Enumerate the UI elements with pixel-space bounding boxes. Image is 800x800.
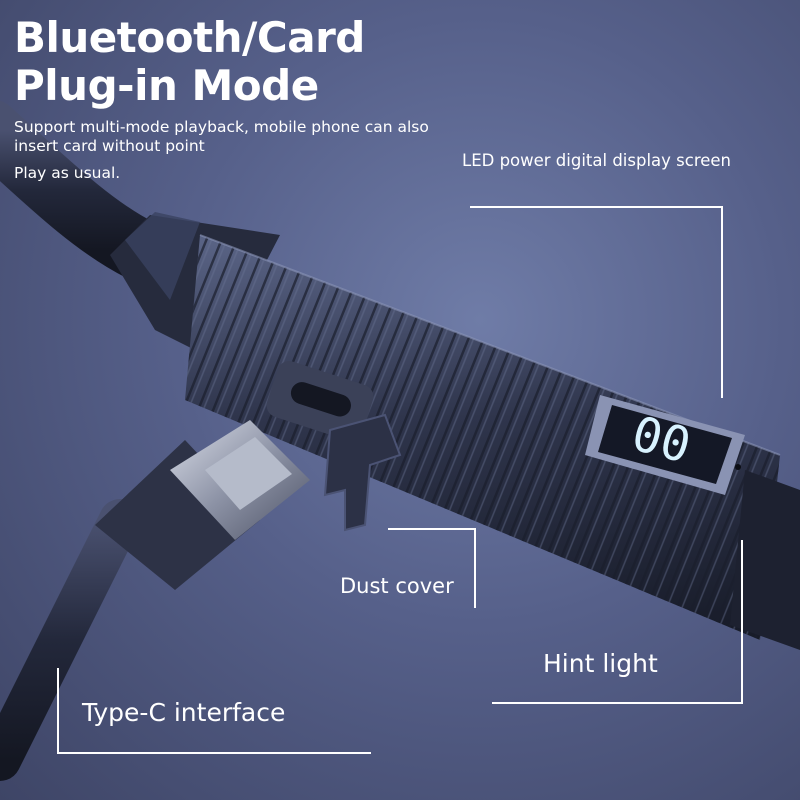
led-callout-line-v: [721, 206, 723, 398]
page-title: Bluetooth/Card Plug-in Mode: [14, 14, 365, 110]
hint-callout-line-v: [741, 540, 743, 704]
typec-callout-line-v: [57, 668, 59, 754]
type-c-plug: [170, 420, 310, 540]
usb-c-port: [266, 361, 374, 441]
dust-cover: [323, 413, 402, 532]
dust-cover-label: Dust cover: [340, 574, 454, 598]
hint-callout-line-h: [492, 702, 743, 704]
end-cap: [730, 470, 800, 650]
upper-cable: [0, 100, 171, 281]
type-c-cable: [0, 499, 141, 781]
hint-light: [735, 464, 741, 470]
led-display-label: LED power digital display screen: [462, 151, 732, 170]
dust-callout-line-h: [388, 528, 476, 530]
type-c-label: Type-C interface: [82, 698, 286, 727]
led-display: 00: [585, 395, 745, 495]
typec-callout-line-h: [57, 752, 371, 754]
title-line-1: Bluetooth/Card: [14, 13, 365, 62]
title-line-2: Plug-in Mode: [14, 61, 319, 110]
led-callout-line-h: [470, 206, 723, 208]
description-text: Support multi-mode playback, mobile phon…: [14, 118, 429, 155]
hint-light-label: Hint light: [543, 649, 658, 678]
description-tail: Play as usual.: [14, 164, 121, 182]
dust-callout-line-v: [474, 528, 476, 608]
